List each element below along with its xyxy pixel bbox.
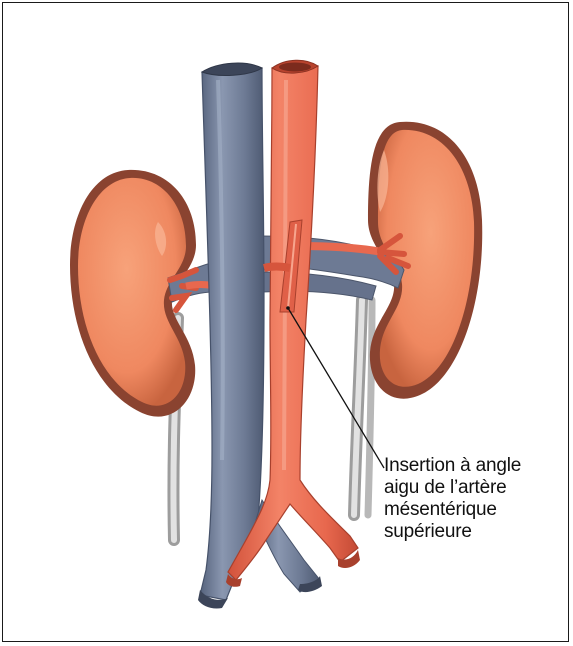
callout-pointer-dot	[286, 306, 290, 310]
callout-line-4: supérieure	[384, 521, 554, 543]
callout-label: Insertion à angle aigu de l’artère mésen…	[384, 455, 554, 543]
callout-line-3: mésentérique	[384, 499, 554, 521]
renal-artery-left	[264, 267, 290, 269]
callout-line-2: aigu de l’artère	[384, 477, 554, 499]
ureter-right	[354, 300, 372, 515]
callout-line-1: Insertion à angle	[384, 455, 554, 477]
